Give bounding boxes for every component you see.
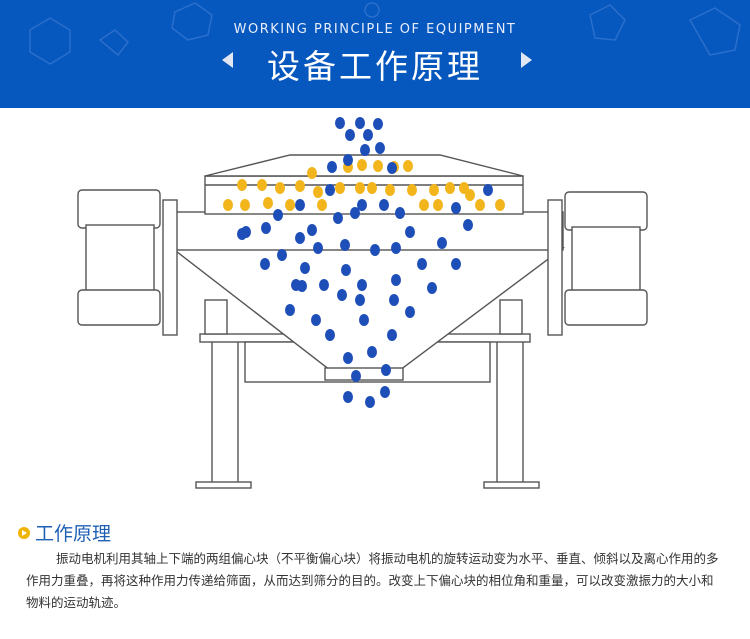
yellow-particle [357,159,367,171]
blue-particle [313,242,323,254]
blue-particle [260,258,270,270]
blue-particle [367,346,377,358]
yellow-particle [285,199,295,211]
blue-particle [325,329,335,341]
yellow-particle [263,197,273,209]
blue-particle [273,209,283,221]
yellow-particle [459,182,469,194]
blue-particle [405,306,415,318]
yellow-particle [307,167,317,179]
blue-particle [343,154,353,166]
blue-particle [351,370,361,382]
blue-particle [451,258,461,270]
blue-particle [381,364,391,376]
blue-particle [335,117,345,129]
blue-particle [387,329,397,341]
banner-title: 设备工作原理 [267,47,483,86]
blue-particle [391,242,401,254]
vibrating-screen-outline [77,154,648,489]
material-particles [223,117,505,408]
yellow-particle [373,160,383,172]
blue-particle [357,279,367,291]
blue-particle [311,314,321,326]
blue-particle [451,202,461,214]
blue-particle [327,161,337,173]
blue-particle [391,274,401,286]
blue-particle [341,264,351,276]
yellow-particle [295,180,305,192]
blue-particle [359,314,369,326]
blue-particle [345,129,355,141]
blue-particle [483,184,493,196]
blue-particle [325,184,335,196]
blue-particle [370,244,380,256]
blue-particle [360,144,370,156]
blue-particle [387,162,397,174]
header-banner: WORKING PRINCIPLE OF EQUIPMENT 设备工作原理 [0,0,750,108]
blue-particle [343,352,353,364]
yellow-particle [429,184,439,196]
section-paragraph: 振动电机利用其轴上下端的两组偏心块（不平衡偏心块）将振动电机的旋转运动变为水平、… [26,551,719,610]
blue-particle [379,199,389,211]
blue-particle [319,279,329,291]
banner-subtitle: WORKING PRINCIPLE OF EQUIPMENT [233,22,517,37]
yellow-particle [335,182,345,194]
yellow-particle [407,184,417,196]
blue-particle [395,207,405,219]
blue-particle [285,304,295,316]
blue-particle [427,282,437,294]
section-title: 工作原理 [35,523,112,545]
hexagon-decoration [29,2,741,65]
blue-particle [237,228,247,240]
yellow-particle [355,182,365,194]
yellow-particle [313,186,323,198]
yellow-particle [385,184,395,196]
blue-particle [337,289,347,301]
blue-particle [355,117,365,129]
blue-particle [365,396,375,408]
blue-particle [405,226,415,238]
arrow-right-icon [521,52,532,68]
yellow-particle [419,199,429,211]
yellow-particle [275,182,285,194]
yellow-particle [257,179,267,191]
blue-particle [389,294,399,306]
blue-particle [357,199,367,211]
blue-particle [437,237,447,249]
blue-particle [373,118,383,130]
yellow-particle [403,160,413,172]
blue-particle [333,212,343,224]
play-circle-icon [18,526,30,539]
yellow-particle [495,199,505,211]
blue-particle [340,239,350,251]
blue-particle [300,262,310,274]
blue-particle [380,386,390,398]
blue-particle [261,222,271,234]
yellow-particle [433,199,443,211]
blue-particle [297,280,307,292]
blue-particle [350,207,360,219]
blue-particle [277,249,287,261]
blue-particle [343,391,353,403]
yellow-particle [445,182,455,194]
equipment-diagram [77,117,648,489]
yellow-particle [367,182,377,194]
section-heading: 工作原理 [18,519,111,546]
blue-particle [307,224,317,236]
yellow-particle [475,199,485,211]
arrow-left-icon [222,52,233,68]
blue-particle [417,258,427,270]
yellow-particle [237,179,247,191]
blue-particle [355,294,365,306]
yellow-particle [223,199,233,211]
blue-particle [463,219,473,231]
yellow-particle [240,199,250,211]
blue-particle [295,199,305,211]
yellow-particle [317,199,327,211]
blue-particle [295,232,305,244]
blue-particle [375,142,385,154]
blue-particle [363,129,373,141]
